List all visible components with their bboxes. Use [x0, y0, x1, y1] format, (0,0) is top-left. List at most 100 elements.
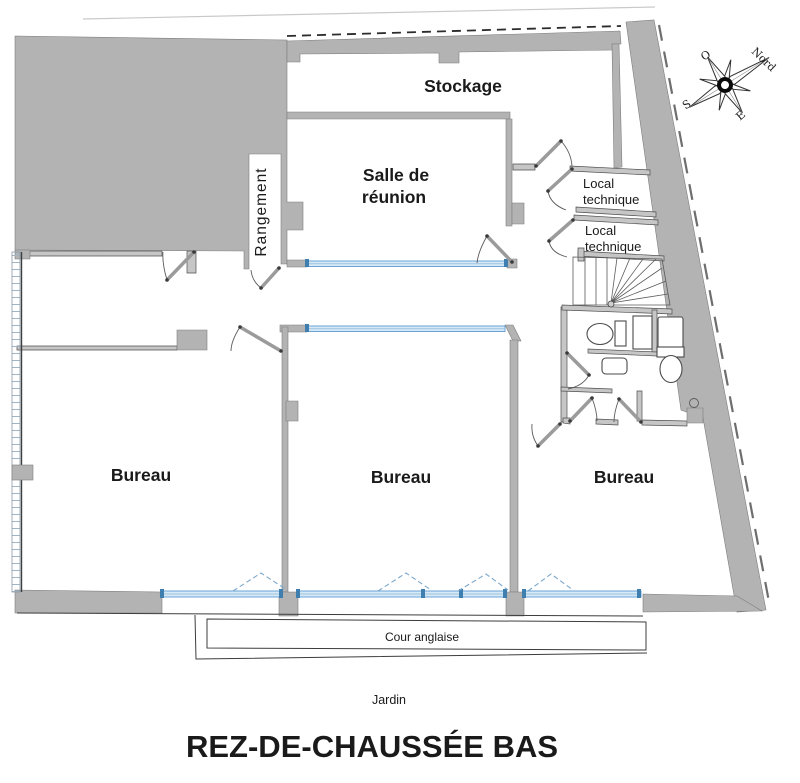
- label-local2-line1: Local: [585, 223, 616, 238]
- door-corridor-left: [162, 250, 196, 282]
- window-tick: [305, 259, 309, 267]
- local1-north-wall: [569, 165, 651, 176]
- toilet-bowl-1: [586, 322, 614, 346]
- west-hatched-wall: [11, 251, 34, 593]
- stair-outline: [572, 256, 671, 306]
- casement-left: [232, 572, 288, 592]
- divider-right-footing: [505, 591, 525, 617]
- salle-east-pilaster: [511, 202, 525, 225]
- site-boundary: [82, 6, 772, 608]
- bureau-right-north-wall-b: [595, 418, 619, 426]
- wc-west-wall: [560, 306, 568, 423]
- fixtures: [586, 315, 685, 384]
- window-tick: [296, 589, 300, 598]
- window-tick: [421, 589, 425, 598]
- staircase: [572, 256, 671, 308]
- windows: [160, 259, 642, 598]
- label-local1-line1: Local: [583, 176, 614, 191]
- door-knob-symbol: [689, 398, 699, 408]
- page-title: REZ-DE-CHAUSSÉE BAS: [186, 729, 558, 764]
- site-line: [82, 6, 656, 20]
- bureau-left-north-pier: [176, 329, 208, 351]
- casement-mid-2: [457, 573, 509, 592]
- window-tick: [305, 324, 309, 332]
- compass-east-label: E: [733, 108, 748, 123]
- bureau-left-north-wall: [16, 345, 178, 351]
- corridor-north-wall: [19, 250, 163, 257]
- bureau-left-south-wall: [14, 589, 163, 614]
- bureau-mid-north-end: [504, 324, 522, 342]
- label-cour-anglaise: Cour anglaise: [385, 630, 459, 644]
- label-bureau-left: Bureau: [111, 465, 171, 485]
- divider-left-mid: [281, 326, 289, 593]
- salle-east-wall: [505, 118, 513, 227]
- cour-inner-box: [206, 618, 647, 651]
- label-salle-line1: Salle de: [363, 165, 429, 185]
- west-wall-pier: [11, 464, 34, 481]
- door-bureau-right: [531, 422, 562, 448]
- wc-inner-east-wall: [651, 309, 658, 353]
- stair-winders: [610, 257, 669, 304]
- toilet-tank-1: [614, 320, 627, 347]
- door-wc: [565, 351, 591, 390]
- door-lobby-left: [568, 396, 598, 423]
- solid-block-top-left: [14, 35, 304, 270]
- south-face-line: [16, 612, 644, 617]
- door-local-technique-2: [547, 218, 575, 258]
- property-dashed-line-top: [286, 25, 622, 37]
- diagonal-east-wall: [625, 19, 767, 613]
- local1-south-wall: [575, 206, 657, 218]
- casement-mid-1: [377, 572, 432, 592]
- divider-mid-right: [509, 339, 519, 593]
- label-salle-line2: réunion: [362, 187, 426, 207]
- label-bureau-middle: Bureau: [371, 467, 431, 487]
- window-tick: [522, 589, 526, 598]
- wc-mid-wall: [587, 348, 658, 357]
- label-bureau-right: Bureau: [594, 467, 654, 487]
- toilet-bowl-2: [659, 354, 683, 384]
- bureau-right-north-step: [686, 407, 704, 424]
- bureau-right-north-wall-c: [641, 419, 688, 427]
- door-stockage: [534, 139, 573, 168]
- wc-counter: [632, 315, 653, 350]
- wall-masses: [14, 19, 767, 617]
- property-dashed-line-right: [657, 24, 772, 608]
- window-tick: [459, 589, 463, 598]
- stockage-east-wall: [611, 43, 623, 169]
- label-local2-line2: technique: [585, 239, 641, 254]
- window-tick: [504, 259, 508, 267]
- local2-south-post: [577, 247, 585, 262]
- window-tick: [279, 589, 283, 598]
- compass-hub: [717, 77, 733, 93]
- salle-south-stub: [286, 259, 308, 268]
- wc-north-wall: [561, 304, 673, 315]
- label-local1-line2: technique: [583, 192, 639, 207]
- divider-left-pilaster: [285, 400, 299, 422]
- label-stockage: Stockage: [424, 76, 502, 96]
- cour-anglaise: [16, 612, 648, 660]
- door-lobby-right: [613, 397, 643, 424]
- door-salle-reunion: [476, 234, 514, 264]
- casement-right: [527, 573, 574, 592]
- corridor-stockage-wall: [512, 163, 536, 171]
- stair-newel: [607, 300, 615, 308]
- south-east-wall: [642, 593, 764, 613]
- local2-north-wall: [573, 214, 659, 226]
- divider-left-footing: [278, 591, 299, 617]
- label-jardin: Jardin: [372, 693, 406, 707]
- window-tick: [637, 589, 641, 598]
- water-heater: [657, 316, 684, 349]
- cour-outer-line: [194, 614, 648, 660]
- label-rangement: Rangement: [253, 167, 270, 256]
- stockage-north-wall: [286, 30, 622, 64]
- bureau-right-north-wall-a: [562, 417, 571, 425]
- sink: [601, 357, 628, 375]
- hatch-strip: [11, 251, 21, 593]
- doors: [162, 139, 643, 448]
- casement-symbols: [232, 572, 574, 592]
- lobby-wall: [560, 386, 613, 394]
- door-local-technique-1: [546, 167, 574, 211]
- window-tick: [160, 589, 164, 598]
- door-rangement: [250, 266, 281, 290]
